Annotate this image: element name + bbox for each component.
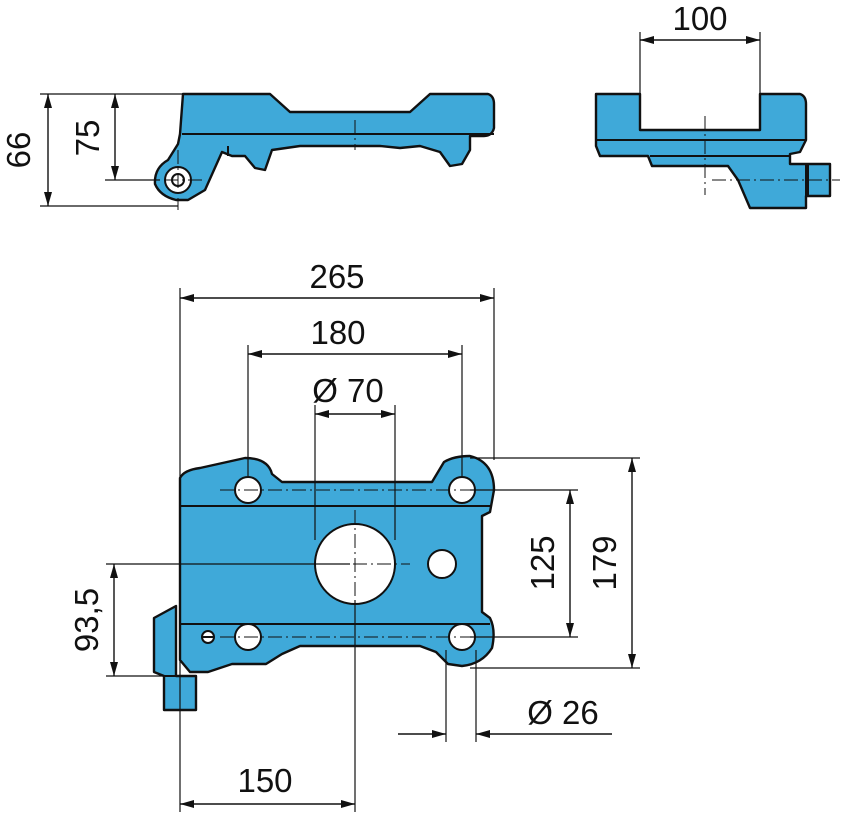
dim-265-label: 265: [309, 258, 364, 295]
side-view: 66 75: [0, 92, 496, 210]
dim-26-label: Ø 26: [527, 694, 599, 731]
dim-179-label: 179: [586, 535, 623, 590]
plan-view: 265 180 Ø 70 125 179 93,5 Ø 26 150: [68, 258, 640, 812]
dim-66-label: 66: [0, 132, 37, 169]
plan-view-lever-lug: [152, 604, 198, 712]
dim-93-5-label: 93,5: [68, 588, 105, 652]
dim-125-label: 125: [524, 535, 561, 590]
end-view-body: [594, 92, 832, 210]
dim-100-label: 100: [672, 0, 727, 37]
side-view-body: [153, 92, 496, 202]
end-view: 100: [594, 0, 840, 210]
dim-75-label: 75: [69, 120, 106, 157]
dim-180-label: 180: [310, 314, 365, 351]
small-hole: [427, 549, 457, 579]
dim-150-label: 150: [237, 762, 292, 799]
dim-70-label: Ø 70: [312, 372, 384, 409]
